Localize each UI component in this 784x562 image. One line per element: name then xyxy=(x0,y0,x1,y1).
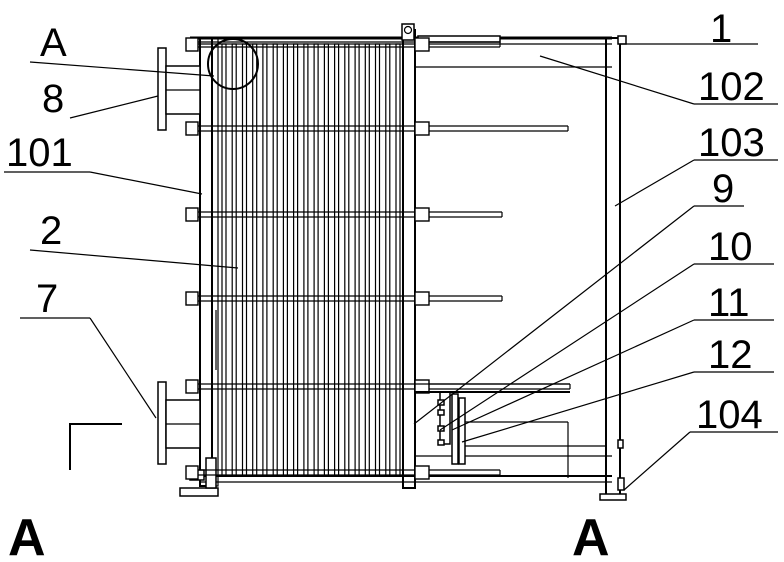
heat-transfer-plate xyxy=(344,43,350,477)
leader-lines xyxy=(4,43,778,491)
heat-transfer-plate xyxy=(354,43,360,477)
heat-transfer-plate xyxy=(262,43,268,477)
plate-pack xyxy=(221,43,401,477)
column-bracket xyxy=(617,439,624,449)
label-103: 103 xyxy=(698,121,765,165)
tie-bolt-nut-right xyxy=(414,37,430,52)
column-top-cap xyxy=(617,35,627,45)
bracket-nut xyxy=(458,397,466,465)
heat-transfer-plate xyxy=(385,43,391,477)
support-column-foot xyxy=(599,493,627,501)
heat-transfer-plate xyxy=(272,43,278,477)
label-7: 7 xyxy=(36,277,58,321)
tie-bolts xyxy=(185,37,571,480)
label-101: 101 xyxy=(6,131,73,175)
lower-nozzle-flange xyxy=(157,381,167,465)
label-12: 12 xyxy=(708,333,753,377)
section-mark-bracket xyxy=(69,423,122,470)
label-8: 8 xyxy=(42,77,64,121)
leader-10 xyxy=(439,263,695,431)
leader-12 xyxy=(461,371,695,443)
lower-bracket-assembly xyxy=(415,383,606,478)
top-roller-pin xyxy=(403,25,413,35)
heat-transfer-plate xyxy=(323,43,329,477)
heat-transfer-plate xyxy=(252,43,258,477)
tie-bolt-nut-left xyxy=(185,379,199,394)
upper-nozzle xyxy=(157,47,201,131)
foot-bracket xyxy=(205,457,217,489)
detail-circle-a xyxy=(207,38,259,90)
pressure-plate xyxy=(402,29,416,489)
tie-bolt-nut-right xyxy=(414,121,430,136)
tie-bolt-nut-left xyxy=(185,37,199,52)
top-bar-clamp xyxy=(417,35,501,43)
heat-transfer-plate xyxy=(221,43,227,477)
heat-transfer-plate xyxy=(241,43,248,477)
leader-103 xyxy=(614,159,695,207)
label-104: 104 xyxy=(696,393,763,437)
label-102: 102 xyxy=(698,65,765,109)
heat-transfer-plate xyxy=(374,43,381,477)
label-9: 9 xyxy=(712,167,734,211)
heat-transfer-plate xyxy=(293,43,299,477)
heat-transfer-plate xyxy=(282,43,288,477)
heat-transfer-plate xyxy=(364,43,370,477)
label-10: 10 xyxy=(708,225,753,269)
heat-transfer-plate xyxy=(395,43,401,477)
tie-bolt-nut-right xyxy=(414,207,430,222)
leader-104 xyxy=(623,431,691,491)
fixed-frame-plate xyxy=(199,37,213,487)
lower-nozzle xyxy=(157,381,201,465)
leader-102 xyxy=(539,55,695,105)
leader-101 xyxy=(89,171,203,195)
support-column xyxy=(605,37,621,497)
label-2: 2 xyxy=(40,209,62,253)
leader-2 xyxy=(29,249,239,269)
tie-bolt-nut-right xyxy=(414,465,430,480)
leader-9 xyxy=(413,205,695,425)
label-1: 1 xyxy=(710,7,732,51)
bracket-pin-2 xyxy=(437,409,445,416)
bracket-pin-3 xyxy=(437,425,445,432)
bracket-pin-4 xyxy=(437,439,445,446)
section-mark-left: A xyxy=(8,509,46,562)
tie-bolt-nut-right xyxy=(414,291,430,306)
tie-bolt-nut-left xyxy=(185,121,199,136)
frame-foot xyxy=(179,487,219,497)
column-lower-bracket xyxy=(617,477,625,491)
tie-bolt-nut-left xyxy=(185,291,199,306)
leader-11 xyxy=(451,319,695,431)
tie-bolt-nut-left xyxy=(185,207,199,222)
leader-a xyxy=(29,61,215,77)
section-mark-right: A xyxy=(572,509,610,562)
leader-8 xyxy=(69,95,159,119)
label-a: A xyxy=(40,21,67,65)
heat-transfer-plate xyxy=(303,43,309,477)
heat-transfer-plate xyxy=(231,43,237,477)
tie-bolt-nut-left xyxy=(185,465,199,480)
label-11: 11 xyxy=(708,281,750,325)
leader-7 xyxy=(89,317,157,419)
upper-nozzle-flange xyxy=(157,47,167,131)
heat-transfer-plate xyxy=(313,43,319,477)
heat-transfer-plate xyxy=(334,43,340,477)
